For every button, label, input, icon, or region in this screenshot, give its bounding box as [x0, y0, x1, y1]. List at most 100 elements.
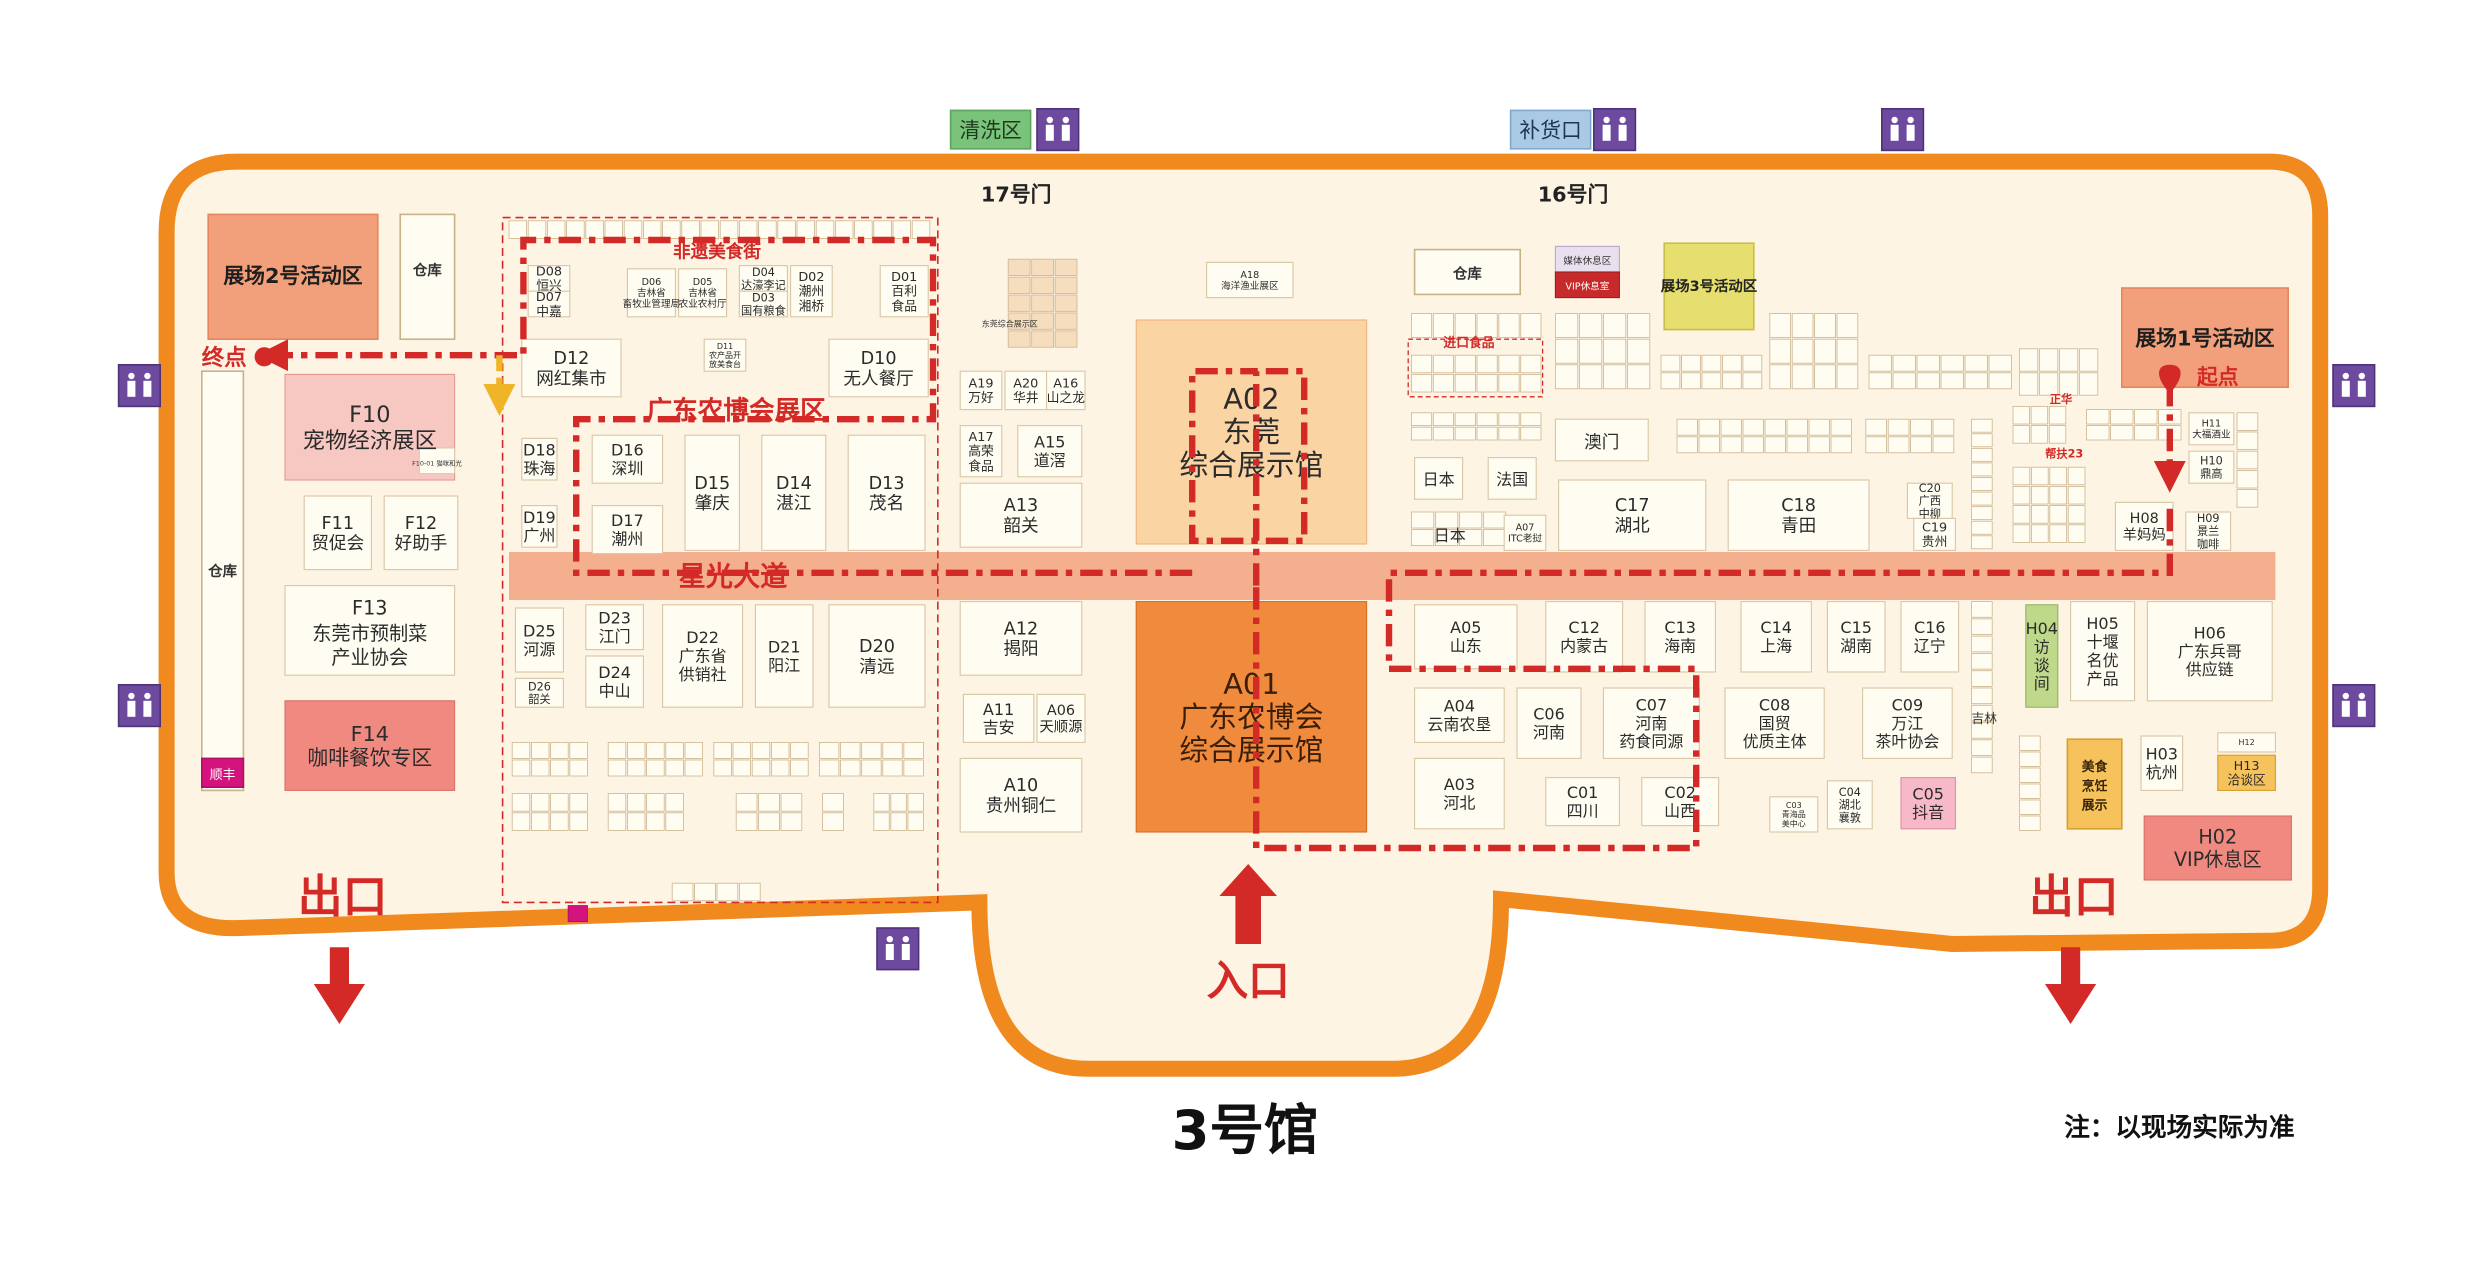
small-booth	[758, 812, 780, 831]
booth-c01	[1545, 777, 1620, 827]
booth-c07-id: C07	[1636, 695, 1668, 714]
small-booth	[1579, 364, 1603, 390]
end-point-icon	[254, 347, 274, 367]
booth-d06-name2: 畜牧业管理局	[623, 298, 681, 310]
booth-f13-name1: 东莞市预制菜	[312, 622, 427, 645]
small-booth	[732, 742, 752, 759]
stage-2-area	[207, 213, 379, 340]
entrance-arrow-icon	[1219, 864, 1277, 944]
booth-c17	[1558, 479, 1707, 551]
booth-d24-name1: 中山	[599, 681, 631, 700]
booth-c15-id: C15	[1840, 618, 1872, 637]
small-booth	[2236, 470, 2259, 489]
small-booth	[1698, 436, 1720, 454]
small-booth	[2039, 348, 2059, 372]
small-booth	[2012, 406, 2030, 425]
booth-a16-id: A16	[1053, 377, 1078, 392]
small-booth	[1910, 436, 1932, 454]
toilet-icon-figures	[1602, 116, 1627, 141]
booth-d05	[678, 268, 728, 318]
booth-h11	[2188, 412, 2235, 446]
food-cooking-1: 美食	[2082, 759, 2108, 775]
small-booth	[1971, 418, 1993, 433]
booth-d26	[514, 677, 564, 708]
booth-d15	[684, 434, 740, 551]
small-booth	[907, 793, 924, 812]
booth-a02-name2: 综合展示馆	[1179, 448, 1323, 482]
small-booth	[1660, 354, 1681, 372]
small-booth	[1892, 372, 1916, 390]
booth-a18-name1: 海洋渔业展区	[1221, 280, 1279, 292]
small-booth	[1868, 372, 1892, 390]
small-booth	[511, 793, 531, 812]
small-booth	[1971, 520, 1993, 535]
booth-a01-name2: 综合展示馆	[1179, 733, 1323, 767]
booth-c18-name1: 青田	[1781, 516, 1816, 536]
booth-a20-id: A20	[1013, 377, 1038, 392]
small-booth	[903, 759, 924, 777]
small-booth	[1971, 491, 1993, 506]
stage-1-label: 展场1号活动区	[2135, 327, 2274, 351]
small-booth	[684, 759, 704, 777]
small-booth	[531, 759, 550, 777]
booth-france-label: 法国	[1496, 470, 1528, 489]
booth-a03	[1414, 757, 1505, 830]
booth-c16	[1900, 601, 1960, 673]
booth-d05-name2: 农业农村厅	[679, 298, 727, 310]
small-booth	[2031, 505, 2049, 524]
small-booth	[627, 812, 646, 831]
booth-h08	[2114, 501, 2174, 551]
small-booth	[1454, 374, 1476, 393]
booth-d10	[828, 338, 929, 398]
booth-d10-name1: 无人餐厅	[843, 369, 913, 389]
entrance-label: 入口	[1207, 956, 1290, 1005]
starlight-avenue-label: 星光大道	[679, 561, 788, 593]
gate-16-label: 16号门	[1538, 183, 1609, 207]
import-zone-boundary	[1407, 338, 1544, 398]
small-booth	[604, 220, 624, 239]
booth-f10-01	[418, 447, 456, 475]
booth-d21-name1: 阳江	[768, 656, 800, 675]
small-booth	[2059, 348, 2079, 372]
small-booth	[1971, 653, 1993, 670]
booth-a19-id: A19	[968, 377, 993, 392]
small-booth	[2031, 486, 2049, 505]
small-booth	[1498, 426, 1520, 441]
small-booth	[719, 220, 739, 239]
small-booth	[882, 742, 903, 759]
booth-japan-1-label: 日本	[1423, 470, 1455, 489]
small-booth	[1971, 506, 1993, 521]
small-booth	[1454, 313, 1476, 338]
booth-f11-id: F11	[322, 514, 355, 534]
small-booth	[1498, 412, 1520, 427]
small-booth	[1483, 511, 1507, 529]
small-booth	[1720, 436, 1742, 454]
small-booth	[1701, 372, 1722, 390]
small-booth	[1454, 412, 1476, 427]
booth-h02-id: H02	[2198, 826, 2237, 849]
booth-c20	[1906, 482, 1953, 519]
small-booth	[2030, 406, 2049, 425]
storage-1-label: 仓库	[412, 261, 442, 279]
booth-d02	[790, 265, 833, 318]
small-booth	[1432, 374, 1454, 393]
small-booth	[1603, 364, 1627, 390]
small-booth	[2019, 767, 2041, 783]
booth-h05-id: H05	[2086, 614, 2118, 633]
booth-c19-name1: 贵州	[1922, 535, 1948, 550]
small-booth	[662, 220, 681, 239]
small-booth	[1476, 354, 1498, 374]
wash-area-badge	[949, 109, 1032, 150]
booth-d03-id: D03	[752, 291, 775, 304]
booth-f11	[303, 495, 372, 571]
small-booth	[1411, 374, 1433, 393]
small-booth	[1720, 418, 1742, 436]
small-booth	[873, 812, 890, 831]
small-booth	[2019, 783, 2041, 799]
small-booth	[822, 793, 844, 812]
small-booth	[2110, 425, 2134, 441]
small-booth	[1769, 313, 1791, 338]
small-booth	[1764, 418, 1786, 436]
small-booth	[2067, 466, 2086, 486]
booth-a02-id: A02	[1223, 382, 1279, 416]
